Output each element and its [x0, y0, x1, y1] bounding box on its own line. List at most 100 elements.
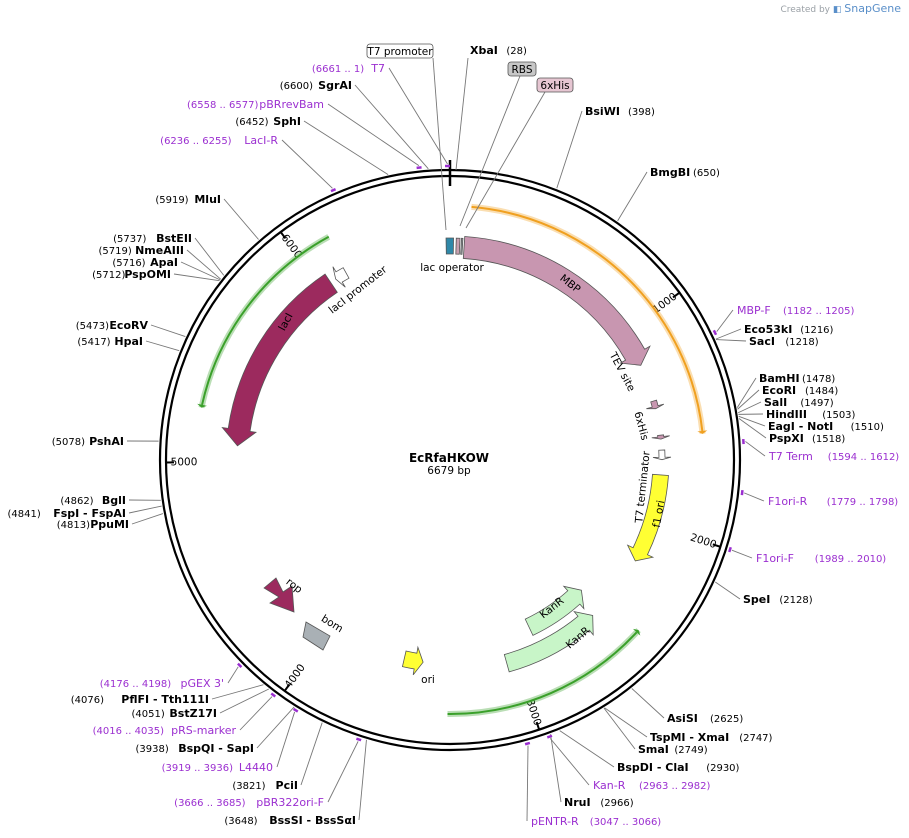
primer-l4440-range: (3919 .. 3936)	[162, 763, 234, 774]
site-tspmi-xmai-name: TspMI - XmaI	[650, 731, 729, 744]
site-xbai-pos: (28)	[506, 46, 527, 57]
feature-bom[interactable]	[302, 621, 331, 651]
leader-primer-t7-term	[745, 441, 766, 457]
site-bsssi-bsss-i-name: BssSI - BssSαI	[269, 814, 356, 827]
primer-kan-r-mark	[546, 734, 553, 739]
feature-rbs[interactable]	[460, 237, 464, 255]
leader-sphi	[303, 120, 389, 176]
site-saci-name: SacI	[749, 335, 775, 348]
leader-bsssi-bsss-i	[358, 739, 367, 821]
feature-kanr[interactable]	[524, 585, 585, 636]
label-t7-promoter: T7 promoter	[366, 46, 433, 58]
site-nmeaiii-pos: (5719)	[99, 246, 132, 257]
label-6xhis-box-bg	[536, 77, 574, 93]
leader-bsiwi	[556, 110, 583, 189]
site-pcii-pos: (3821)	[232, 781, 265, 792]
site-bspdi-clai-name: BspDI - ClaI	[617, 761, 689, 774]
tick-6000	[279, 231, 287, 240]
site-pflfi-tth111i-pos: (4076)	[71, 695, 104, 706]
site-pspxi-name: PspXI	[769, 432, 804, 445]
site-ecorv-pos: (5473)	[76, 321, 109, 332]
leader-sali	[737, 401, 762, 414]
primer-prs-marker-range: (4016 .. 4035)	[93, 726, 165, 737]
primer-pgex-3-name: pGEX 3'	[180, 677, 224, 690]
leader-bstz17i	[219, 688, 270, 714]
leader-primer-kan-r	[549, 738, 590, 786]
site-bmgbi-pos: (650)	[693, 168, 720, 179]
leader-pcii	[300, 722, 323, 786]
leader-eagi-noti	[738, 415, 766, 427]
primer-pbr322ori-f-range: (3666 .. 3685)	[174, 798, 246, 809]
feature-lac-operator[interactable]	[445, 237, 454, 255]
site-nrui-name: NruI	[564, 796, 591, 809]
primer-f1ori-f-mark	[728, 546, 732, 553]
feature-label-f1-ori: f1 ori	[651, 499, 668, 528]
orf-laci-outer-arrowhead	[197, 403, 207, 408]
plasmid-center: EcRfaHKOW 6679 bp	[409, 451, 489, 477]
site-ecori-name: EcoRI	[762, 384, 796, 397]
site-bsteii-pos: (5737)	[113, 234, 146, 245]
site-bspqi-sapi-name: BspQI - SapI	[178, 742, 254, 755]
site-bsiwi-name: BsiWI	[585, 105, 620, 118]
site-sgrai-name: SgrAI	[318, 79, 352, 92]
feature-mbp[interactable]	[462, 236, 651, 366]
feature-kanr2[interactable]	[503, 611, 594, 673]
leader-ecorv	[150, 324, 186, 338]
site-smai-pos: (2749)	[674, 745, 707, 756]
tick-3000	[535, 721, 541, 730]
feature-ori[interactable]	[401, 645, 424, 676]
site-bgli-pos: (4862)	[60, 496, 93, 507]
tick-label-4000: 4000	[282, 662, 307, 691]
primer-pentr-r-name: pENTR-R	[531, 815, 579, 828]
feature-label-laci-promoter: lacI promoter	[327, 263, 390, 316]
site-sali-name: SalI	[764, 396, 787, 409]
site-bstz17i-pos: (4051)	[132, 709, 165, 720]
feature-label-6xhis: 6xHis	[631, 410, 650, 441]
feature-6xhis-n[interactable]	[455, 237, 461, 255]
site-sgrai-pos: (6600)	[280, 81, 313, 92]
orf-laci-outer[interactable]	[201, 235, 330, 406]
leader-ecori	[737, 389, 760, 410]
site-bspqi-sapi-pos: (3938)	[136, 744, 169, 755]
feature-t7-terminator[interactable]	[652, 449, 672, 461]
site-sphi-name: SphI	[273, 115, 301, 128]
primer-f1ori-f-name: F1ori-F	[756, 552, 794, 565]
primer-kan-r-name: Kan-R	[593, 779, 626, 792]
primer-f1ori-r-mark	[740, 490, 744, 496]
leader-bspqi-sapi	[256, 706, 295, 749]
primer-t7-term-name: T7 Term	[768, 450, 813, 463]
plasmid-size: 6679 bp	[427, 465, 471, 477]
primer-t7-term-range: (1594 .. 1612)	[828, 452, 900, 463]
leader-bmgbi	[617, 171, 648, 222]
feature-f1-ori[interactable]	[626, 473, 669, 562]
primer-laci-r-range: (6236 .. 6255)	[160, 136, 232, 147]
leader-primer-mbp-f	[716, 309, 734, 332]
leader-apai	[180, 261, 221, 281]
leader-bamhi	[736, 377, 757, 408]
feature-tev-site[interactable]	[646, 399, 665, 410]
site-pflfi-tth111i-name: PflFI - Tth111I	[121, 693, 209, 706]
leader-eco53ki	[715, 328, 742, 340]
leader-primer-t7	[388, 67, 448, 165]
primer-laci-r-mark	[330, 188, 337, 193]
primer-pentr-r-range: (3047 .. 3066)	[590, 817, 662, 828]
primer-mbp-f-mark	[712, 329, 718, 336]
feature-6xhis[interactable]	[651, 434, 670, 440]
site-eagi-noti-name: EagI - NotI	[768, 420, 833, 433]
site-ppumi-pos: (4813)	[57, 520, 90, 531]
feature-rop[interactable]	[263, 577, 295, 613]
leader-saci	[716, 339, 747, 342]
feature-laci-promoter[interactable]	[332, 266, 350, 288]
site-bamhi-name: BamHI	[759, 372, 800, 385]
site-sali-pos: (1497)	[800, 398, 833, 409]
leader-rbs	[459, 75, 521, 227]
site-pshai-pos: (5078)	[52, 437, 85, 448]
orf-mbp-outer[interactable]	[471, 205, 704, 432]
leader-primer-laci-r	[281, 139, 333, 189]
leader-nrui	[550, 734, 562, 803]
primer-laci-r-name: LacI-R	[244, 134, 278, 147]
leader-mlui	[223, 198, 259, 240]
feature-label-ori: ori	[421, 674, 435, 686]
orf-kan-outer[interactable]	[447, 631, 638, 715]
feature-laci[interactable]	[221, 273, 338, 447]
